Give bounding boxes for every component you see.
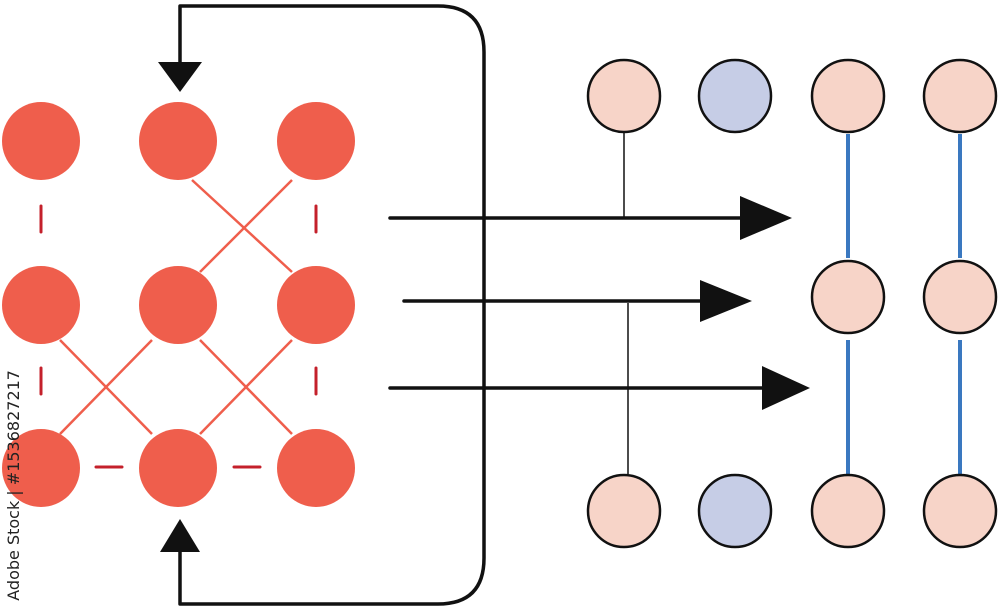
down-arrowhead-icon — [158, 62, 202, 92]
grid-node — [2, 429, 80, 507]
blue-node — [697, 473, 773, 549]
pink-node — [810, 473, 886, 549]
up-arrowhead-icon — [160, 519, 200, 552]
pink-node — [922, 259, 998, 335]
grid-node — [277, 102, 355, 180]
right-arrowhead-icon — [700, 280, 752, 322]
grid-diagonal-link — [191, 179, 293, 273]
grid-node — [2, 266, 80, 344]
right-arrowhead-icon — [762, 366, 810, 410]
pink-node — [922, 473, 998, 549]
feedback-loop-arrows-icon — [178, 4, 486, 606]
grid-node — [2, 102, 80, 180]
grid-links — [59, 179, 293, 435]
right-arrowhead-icon — [740, 196, 792, 240]
pink-node — [586, 58, 662, 134]
grid-nodes — [2, 102, 355, 507]
grid-node — [139, 266, 217, 344]
grid-diagonal-link — [59, 339, 153, 435]
grid-dashes — [39, 204, 318, 469]
feedback-loop-line — [178, 4, 486, 606]
pink-node — [810, 259, 886, 335]
grid-diagonal-link — [199, 339, 293, 435]
pink-node — [922, 58, 998, 134]
grid-node — [139, 429, 217, 507]
mapping-arrows — [388, 216, 770, 390]
pink-node — [586, 473, 662, 549]
right-nodes — [586, 58, 998, 549]
grid-diagonal-link — [199, 179, 293, 273]
blue-node — [697, 58, 773, 134]
grid-node — [277, 266, 355, 344]
pink-node — [810, 58, 886, 134]
stock-id-label: Adobe Stock | #1536827217 — [4, 370, 23, 601]
grid-node — [277, 429, 355, 507]
chain-links — [846, 134, 962, 474]
grid-node — [139, 102, 217, 180]
